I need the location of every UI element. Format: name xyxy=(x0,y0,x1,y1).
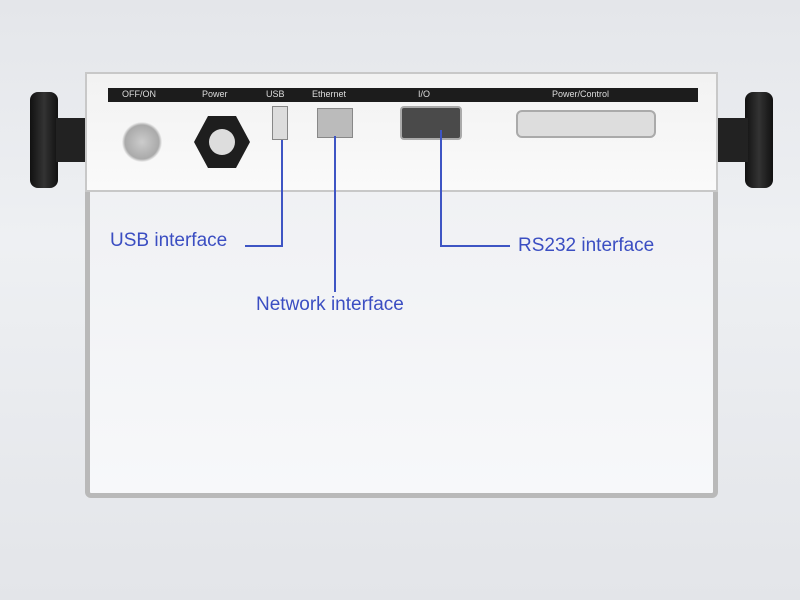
label-strip: OFF/ON Power USB Ethernet I/O Power/Cont… xyxy=(108,88,698,102)
label-power: Power xyxy=(202,89,228,99)
device-body-window xyxy=(85,192,718,498)
left-knob-shaft xyxy=(56,118,86,162)
db25-port xyxy=(516,110,656,138)
right-knob-shaft xyxy=(718,118,748,162)
label-off-on: OFF/ON xyxy=(122,89,156,99)
usb-leader-horizontal xyxy=(245,245,283,247)
power-connector-socket xyxy=(209,129,235,155)
serial-port-db9 xyxy=(400,106,462,140)
usb-leader-line xyxy=(281,140,283,246)
usb-annotation: USB interface xyxy=(110,230,228,251)
label-io: I/O xyxy=(418,89,431,99)
label-usb: USB xyxy=(266,89,285,99)
rs232-leader-horizontal xyxy=(440,245,510,247)
network-annotation: Network interface xyxy=(256,294,404,315)
label-ethernet: Ethernet xyxy=(312,89,347,99)
usb-port xyxy=(272,106,288,140)
right-knob xyxy=(745,92,773,188)
rs232-annotation: RS232 interface xyxy=(518,235,655,256)
rs232-leader-line xyxy=(440,130,442,246)
label-power-control: Power/Control xyxy=(552,89,610,99)
ethernet-port xyxy=(317,108,353,138)
left-knob xyxy=(30,92,58,188)
power-switch-button[interactable] xyxy=(122,122,162,162)
network-leader-line xyxy=(334,136,336,292)
